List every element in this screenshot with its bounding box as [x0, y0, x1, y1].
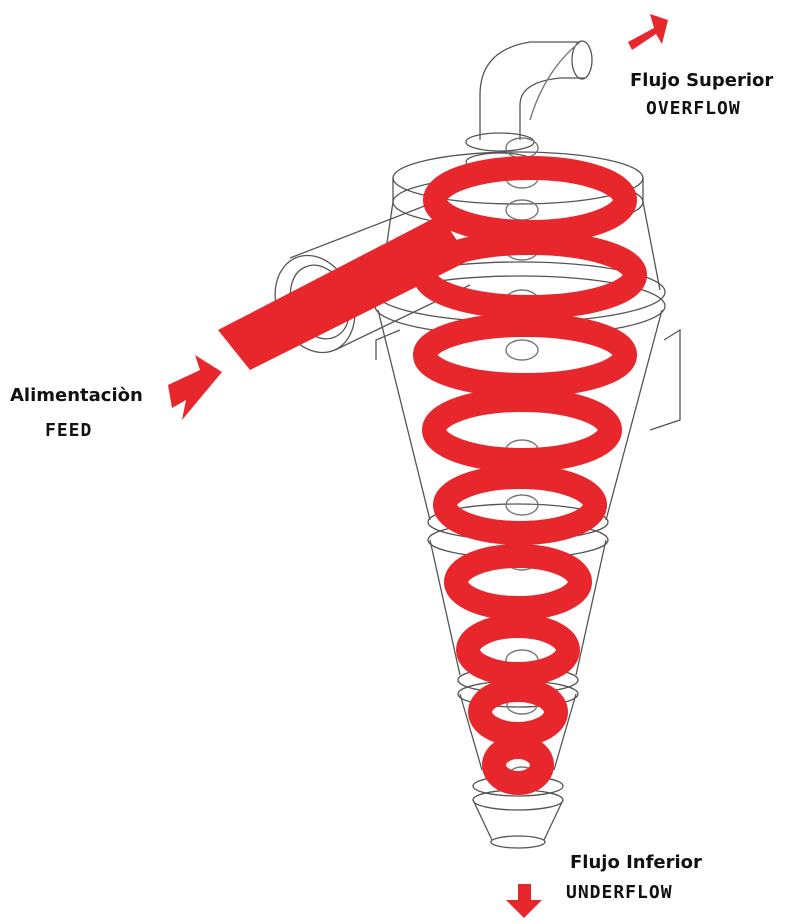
feed-arrow-icon: [168, 355, 222, 420]
feed-label-es: Alimentaciòn: [10, 385, 143, 407]
overflow-arrow-icon: [628, 14, 668, 50]
overflow-label-en: OVERFLOW: [646, 98, 741, 120]
collar-top: [466, 133, 534, 151]
spigot-walls: [473, 800, 563, 840]
underflow-outlet: [491, 836, 545, 848]
outer-vortex: [425, 168, 635, 783]
overflow-pipe-right: [520, 78, 585, 140]
underflow-label-es: Flujo Inferior: [570, 852, 702, 874]
underflow-arrow-icon: [506, 884, 542, 918]
overflow-label-es: Flujo Superior: [630, 70, 773, 92]
underflow-label-en: UNDERFLOW: [566, 882, 673, 904]
feed-label-en: FEED: [45, 420, 92, 442]
